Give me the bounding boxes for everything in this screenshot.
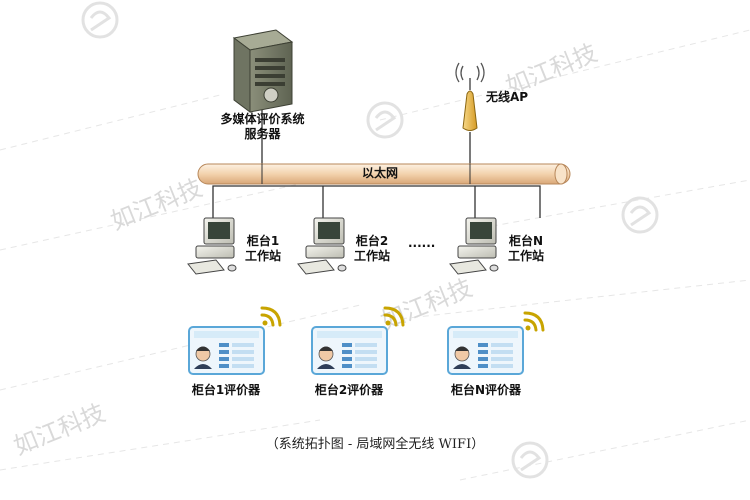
server-label: 多媒体评价系统 服务器 [200,112,325,142]
ethernet-label: 以太网 [361,166,398,180]
wifi-signal-icon [383,306,405,327]
ap-label: 无线AP [486,90,529,104]
server-label-line2: 服务器 [244,127,281,141]
ellipsis-label: ...... [408,236,436,250]
connection-lines [212,108,541,240]
evaluator-label: 柜台N评价器 [450,383,522,397]
server-icon [232,29,294,113]
diagram-caption: （系统拓扑图 - 局域网全无线 WIFI） [265,437,485,452]
workstation-label-line2: 工作站 [507,249,544,263]
workstation-label-line2: 工作站 [353,249,390,263]
ethernet-pipe [197,163,571,185]
evaluator-label: 柜台1评价器 [191,383,261,397]
workstation-label: 柜台1 工作站 [240,234,286,264]
workstation-label: 柜台2 工作站 [349,234,395,264]
workstation-label-line1: 柜台N [508,234,544,248]
workstation-label-line2: 工作站 [244,249,281,263]
watermark-lines [0,29,750,481]
workstation-label: 柜台N 工作站 [502,234,550,264]
workstation-label-line1: 柜台2 [355,234,389,248]
evaluator-tablet-icon [447,326,524,375]
workstation-label-line1: 柜台1 [246,234,280,248]
server-label-line1: 多媒体评价系统 [220,112,305,126]
wireless-ap-icon [455,62,485,131]
evaluator-tablet-icon [188,326,265,375]
workstation-computer-icon [187,217,237,275]
wifi-signal-icon [523,311,545,332]
workstation-computer-icon [297,217,347,275]
evaluator-label: 柜台2评价器 [314,383,384,397]
wifi-signal-icon [260,306,282,327]
watermark-text: 如江科技 [107,174,206,236]
evaluator-tablet-icon [311,326,388,375]
workstation-computer-icon [449,217,499,275]
